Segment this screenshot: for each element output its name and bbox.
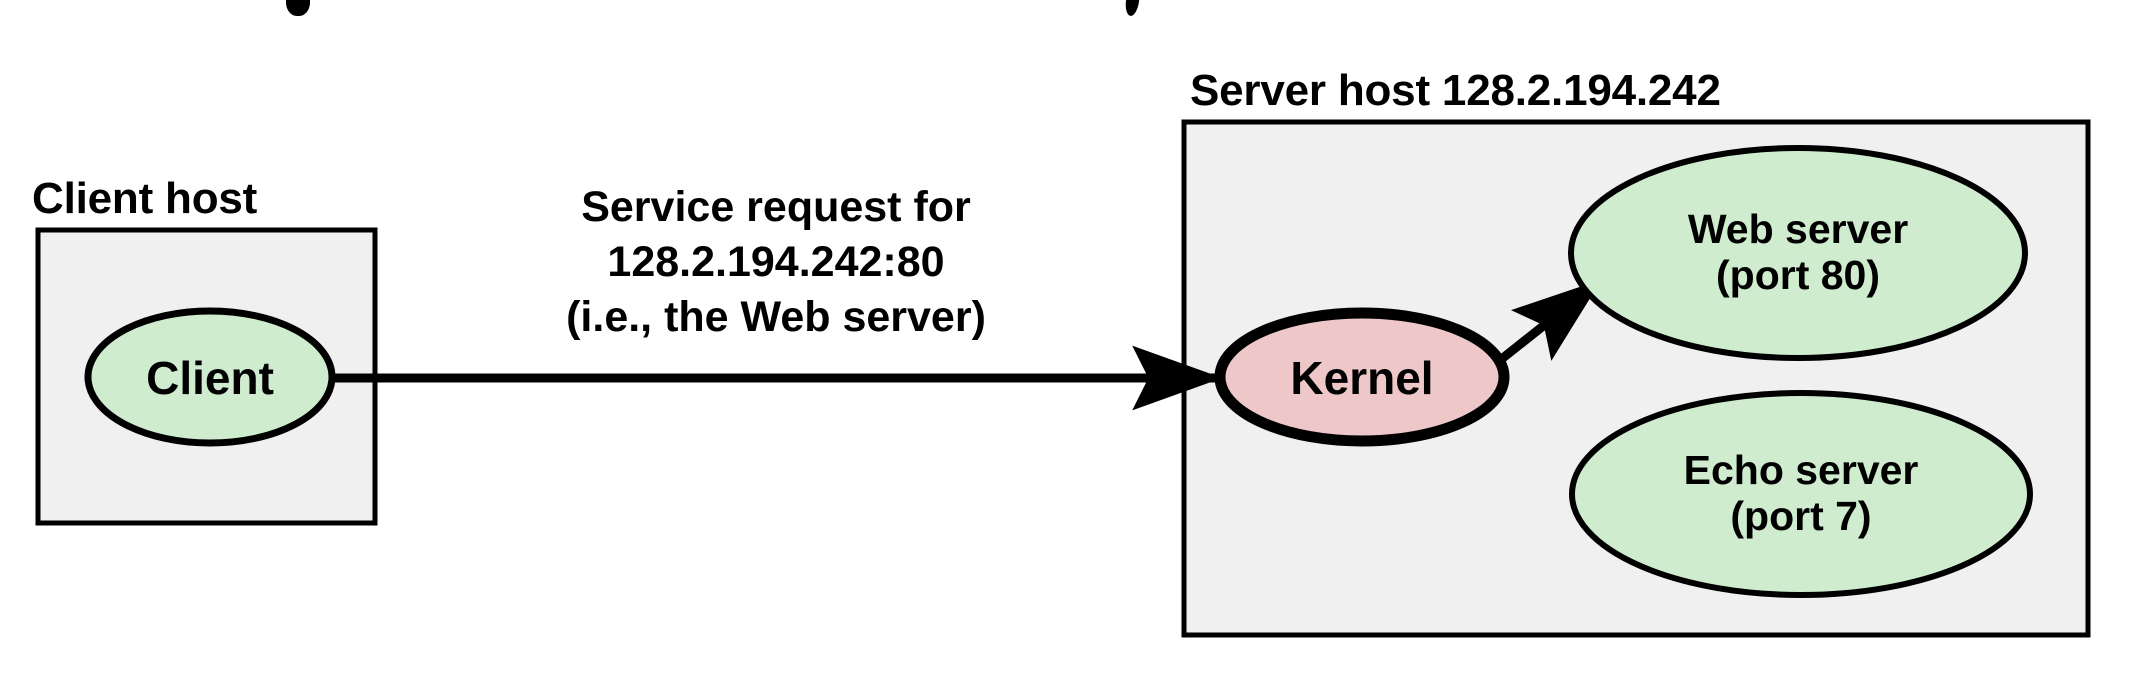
web-server-node-label: Web server (port 80) [1687,206,1909,299]
kernel-to-web-server-arrow [1486,279,1602,373]
server-host-caption: Server host 128.2.194.242 [1190,66,1721,115]
web-server-label-line2: (port 80) [1715,252,1880,298]
echo-server-ellipse [1569,390,2033,598]
service-request-line2: 128.2.194.242:80 [607,238,945,287]
service-request-line3: (i.e., the Web server) [566,293,986,342]
echo-server-label-line2: (port 7) [1730,493,1872,539]
service-request-line1: Service request for [581,183,971,231]
client-host-caption: Client host [32,174,258,223]
service-request-caption: Service request for 128.2.194.242:80 (i.… [566,180,986,345]
echo-server-node-label: Echo server (port 7) [1683,447,1919,540]
title-descender-fragment-left [286,0,310,16]
echo-server-label-line1: Echo server [1683,447,1919,494]
kernel-node-label: Kernel [1290,352,1434,405]
web-server-label-line1: Web server [1687,206,1909,253]
client-node-label: Client [146,352,274,405]
kernel-ellipse [1214,307,1510,447]
client-ellipse [84,307,336,447]
web-server-ellipse [1568,145,2028,361]
